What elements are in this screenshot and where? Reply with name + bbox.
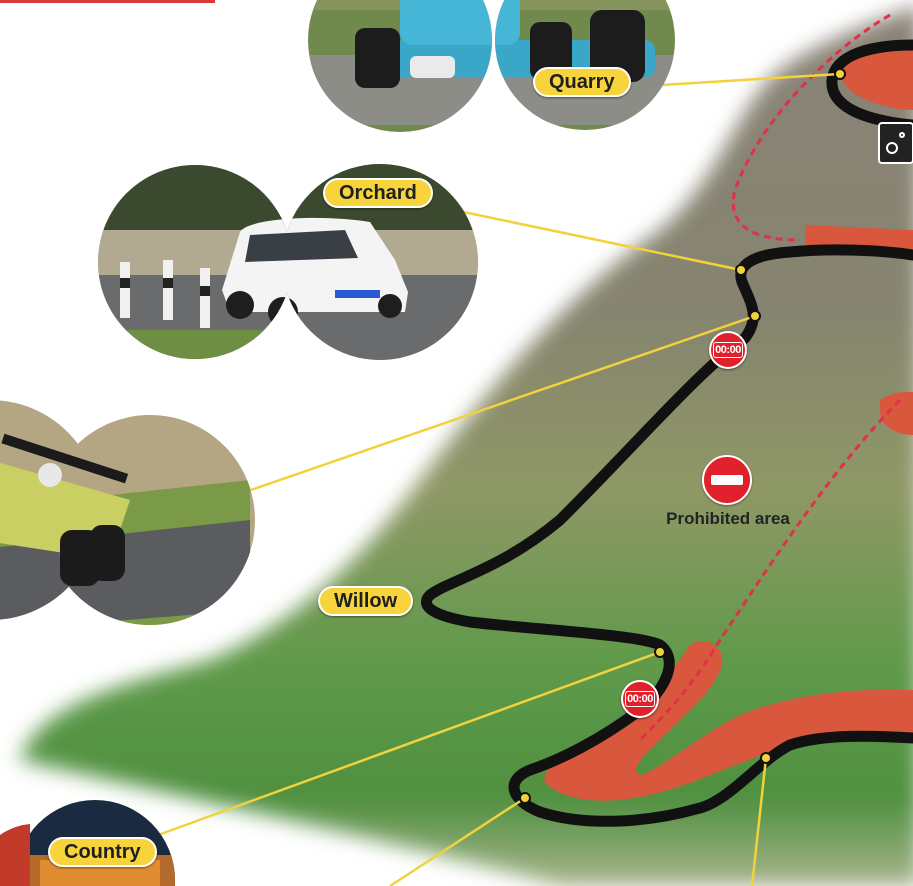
corner-label-willow: Willow — [318, 586, 414, 616]
anchor-point-upper — [749, 310, 761, 322]
anchor-point-quarry — [834, 68, 846, 80]
anchor-point-bottom-left — [519, 792, 531, 804]
photo-single-seater-blue — [308, 0, 675, 132]
leader-line-bottom-left — [389, 796, 526, 886]
leader-line-willow-lower — [149, 650, 661, 840]
runoff-area-right — [880, 391, 913, 435]
anchor-point-orchard — [735, 264, 747, 276]
leader-line-bottom-right — [750, 757, 768, 886]
corner-label-quarry: Quarry — [533, 67, 631, 97]
leader-line-quarry — [644, 72, 841, 88]
runoff-area-top — [838, 43, 913, 110]
circuit-track — [421, 244, 913, 827]
photo-single-seater-yellow — [0, 400, 255, 625]
runoff-area-bottom — [544, 641, 913, 801]
no-entry-icon — [702, 455, 752, 505]
camera-icon — [878, 122, 913, 164]
top-edge-strip — [0, 0, 215, 3]
corner-label-country: Country — [48, 837, 157, 867]
corner-label-orchard: Orchard — [323, 178, 433, 208]
boundary-dashed-top — [731, 13, 891, 242]
circuit-track-top — [826, 39, 913, 131]
anchor-point-willow-lower — [654, 646, 666, 658]
timing-point-lower: 00:00 — [621, 680, 659, 718]
boundary-dashed-diagonal — [638, 398, 902, 742]
prohibited-area-label: Prohibited area — [666, 509, 790, 528]
anchor-point-bottom-right — [760, 752, 772, 764]
leader-line-orchard — [429, 203, 742, 272]
timing-point-upper-label: 00:00 — [713, 342, 743, 358]
leader-line-upper — [244, 314, 756, 494]
timing-point-lower-label: 00:00 — [625, 691, 655, 707]
photo-country-edge — [0, 824, 30, 886]
timing-point-upper: 00:00 — [709, 331, 747, 369]
